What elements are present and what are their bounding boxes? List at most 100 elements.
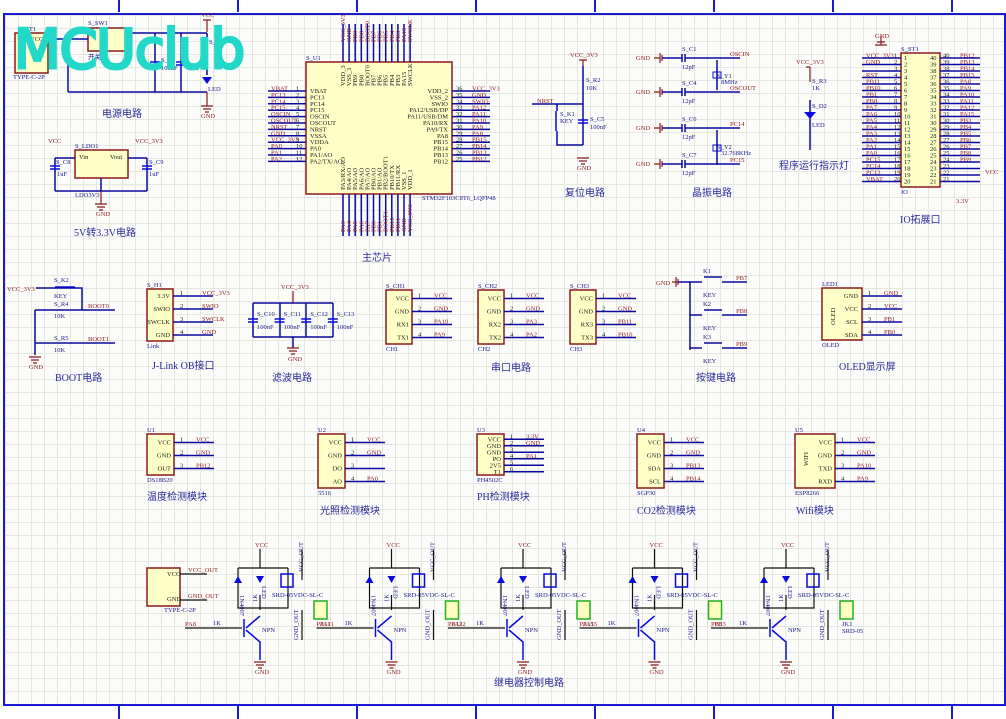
relay-input-net-label: PA11: [317, 621, 331, 628]
boot-vcc-label: VCC_3V3: [7, 286, 35, 293]
relay-part-label: SRD-05VDC-SL-C: [667, 592, 718, 599]
relay-terminal-connector[interactable]: [576, 600, 591, 620]
ruler-division: [594, 0, 596, 12]
oled-pin-number: 1: [868, 290, 871, 297]
crystal-cap-wire: [662, 54, 740, 62]
ruler-division: [356, 704, 358, 719]
relay-terminal-connector[interactable]: [444, 600, 460, 620]
uart-port-2-pin-name: RX2: [489, 322, 501, 329]
wifi-module-pin-number: 3: [841, 463, 844, 470]
relay-transistor-icon: [506, 615, 524, 660]
filter-cap-value: 100nF: [337, 324, 354, 331]
jlink-body[interactable]: [146, 288, 174, 342]
io-pin-inner-number: 24: [930, 159, 937, 166]
co2-module-net-label: PB13: [686, 463, 700, 470]
power-switch[interactable]: [87, 27, 129, 52]
ph-module-body[interactable]: [476, 433, 505, 476]
key-net-label: PB9: [736, 341, 747, 348]
relay-terminal-connector[interactable]: [313, 600, 328, 620]
io-net-label: PA2: [866, 137, 877, 144]
mcu-pin-number: 36: [456, 86, 463, 93]
uart-port-1-designator: S_CH1: [386, 283, 405, 290]
relay-diode-label: 1N4007: [764, 595, 771, 617]
usb-typec-connector[interactable]: [14, 32, 49, 74]
io-header-body[interactable]: [900, 52, 941, 188]
mcu-pin-name: PB6: [377, 74, 384, 86]
io-pin-number: 40: [943, 53, 950, 60]
uart-port-3-body[interactable]: [569, 289, 597, 345]
mcu-pin-name: PA6/AO: [358, 168, 365, 190]
co2-module-pin-number: 1: [670, 437, 673, 444]
uart-port-1-body[interactable]: [385, 289, 413, 345]
key-net-label: PB8: [736, 308, 747, 315]
relay-terminal-connector[interactable]: [839, 600, 854, 620]
light-module-body[interactable]: [317, 433, 346, 489]
c2-value: 100nF: [161, 65, 178, 72]
mcu-net-label: PA15: [401, 28, 408, 42]
uart-port-1-pin-number: 1: [418, 293, 421, 300]
reset-vcc-label: VCC_3V3: [570, 52, 598, 59]
relay-supply-wire: [500, 549, 552, 610]
relay-terminal-connector[interactable]: [707, 600, 723, 620]
io-net-label: PB8: [960, 150, 971, 157]
io-pin-inner-number: 35: [930, 88, 937, 95]
io-net-label: PA11: [960, 98, 974, 105]
relay-gnd-label: GND: [387, 669, 401, 676]
t1-designator: S_T1: [22, 26, 36, 33]
io-pin-inner-number: 13: [904, 133, 911, 140]
relay-gnd-out-label: GND_OUT: [425, 609, 432, 640]
oled-body[interactable]: [821, 287, 863, 341]
ruler-division: [951, 0, 953, 12]
io-pin-inner-number: 11: [904, 120, 910, 127]
uart-port-1-pin-name: VCC: [396, 296, 409, 303]
mcu-pin-name: SWCLK: [407, 63, 414, 86]
co2-module-net-label: PB14: [686, 476, 701, 483]
mcu-pin-name: PB9: [352, 75, 359, 86]
reset-circuit-title: 复位电路: [565, 186, 605, 199]
co2-module-body[interactable]: [636, 433, 665, 489]
r5-value: 10K: [54, 347, 66, 354]
io-pin-number: 10: [894, 111, 901, 118]
relay-led-label: LED: [523, 586, 530, 599]
mcu-pin-name: PA11/USB/DM: [407, 114, 448, 121]
wifi-module-body[interactable]: [794, 433, 836, 489]
io-pin-number: 28: [943, 131, 950, 138]
ph-module-pin-number: 2: [510, 440, 513, 447]
c9-designator: S_C9: [149, 159, 163, 166]
relay-input-net-label: PA12: [448, 621, 462, 628]
crystal-net-label: OSCIN: [730, 51, 750, 58]
relay-diode-label: 1N4007: [238, 595, 245, 617]
filter-title: 滤波电路: [272, 371, 312, 384]
relay-supply-wire: [763, 549, 815, 610]
io-pin-inner-number: 34: [930, 94, 937, 101]
mcu-net-label: PC14: [271, 98, 286, 105]
temp-module-net-label: GND: [196, 450, 210, 457]
k1-value: KEY: [560, 118, 574, 125]
crystal-gnd-symbol: [654, 53, 663, 63]
io-pin-inner-number: 19: [904, 172, 911, 179]
jlink-title: J-Link OB接口: [152, 359, 215, 372]
relay-diode-led-icon: [497, 576, 527, 583]
mcu-net-label: NRST: [271, 124, 288, 131]
relay-transistor-icon: [637, 615, 656, 660]
io-net-label: PB9: [960, 157, 971, 164]
temp-module-body[interactable]: [146, 433, 175, 476]
gnd-label: GND: [201, 113, 215, 120]
jlink-pin-number: 2: [180, 303, 183, 310]
io-pin-inner-number: 16: [904, 153, 911, 160]
r2-value: 10K: [586, 85, 598, 92]
mcu-pin-number: 5: [296, 111, 299, 118]
io-pin-inner-number: 10: [904, 114, 911, 121]
relay-output-connector[interactable]: [146, 567, 181, 607]
uart-port-1-pin-number: 3: [418, 319, 421, 326]
mcu-pin-name: PA7/AO: [364, 168, 371, 190]
mcu-net-label: PA8: [472, 130, 483, 137]
relay-part-label: SRD-05VDC-SL-C: [535, 592, 586, 599]
relay-gnd-symbol: [780, 661, 792, 669]
relay-transistor-label: NPN: [657, 627, 670, 634]
uart-port-2-body[interactable]: [477, 289, 505, 345]
